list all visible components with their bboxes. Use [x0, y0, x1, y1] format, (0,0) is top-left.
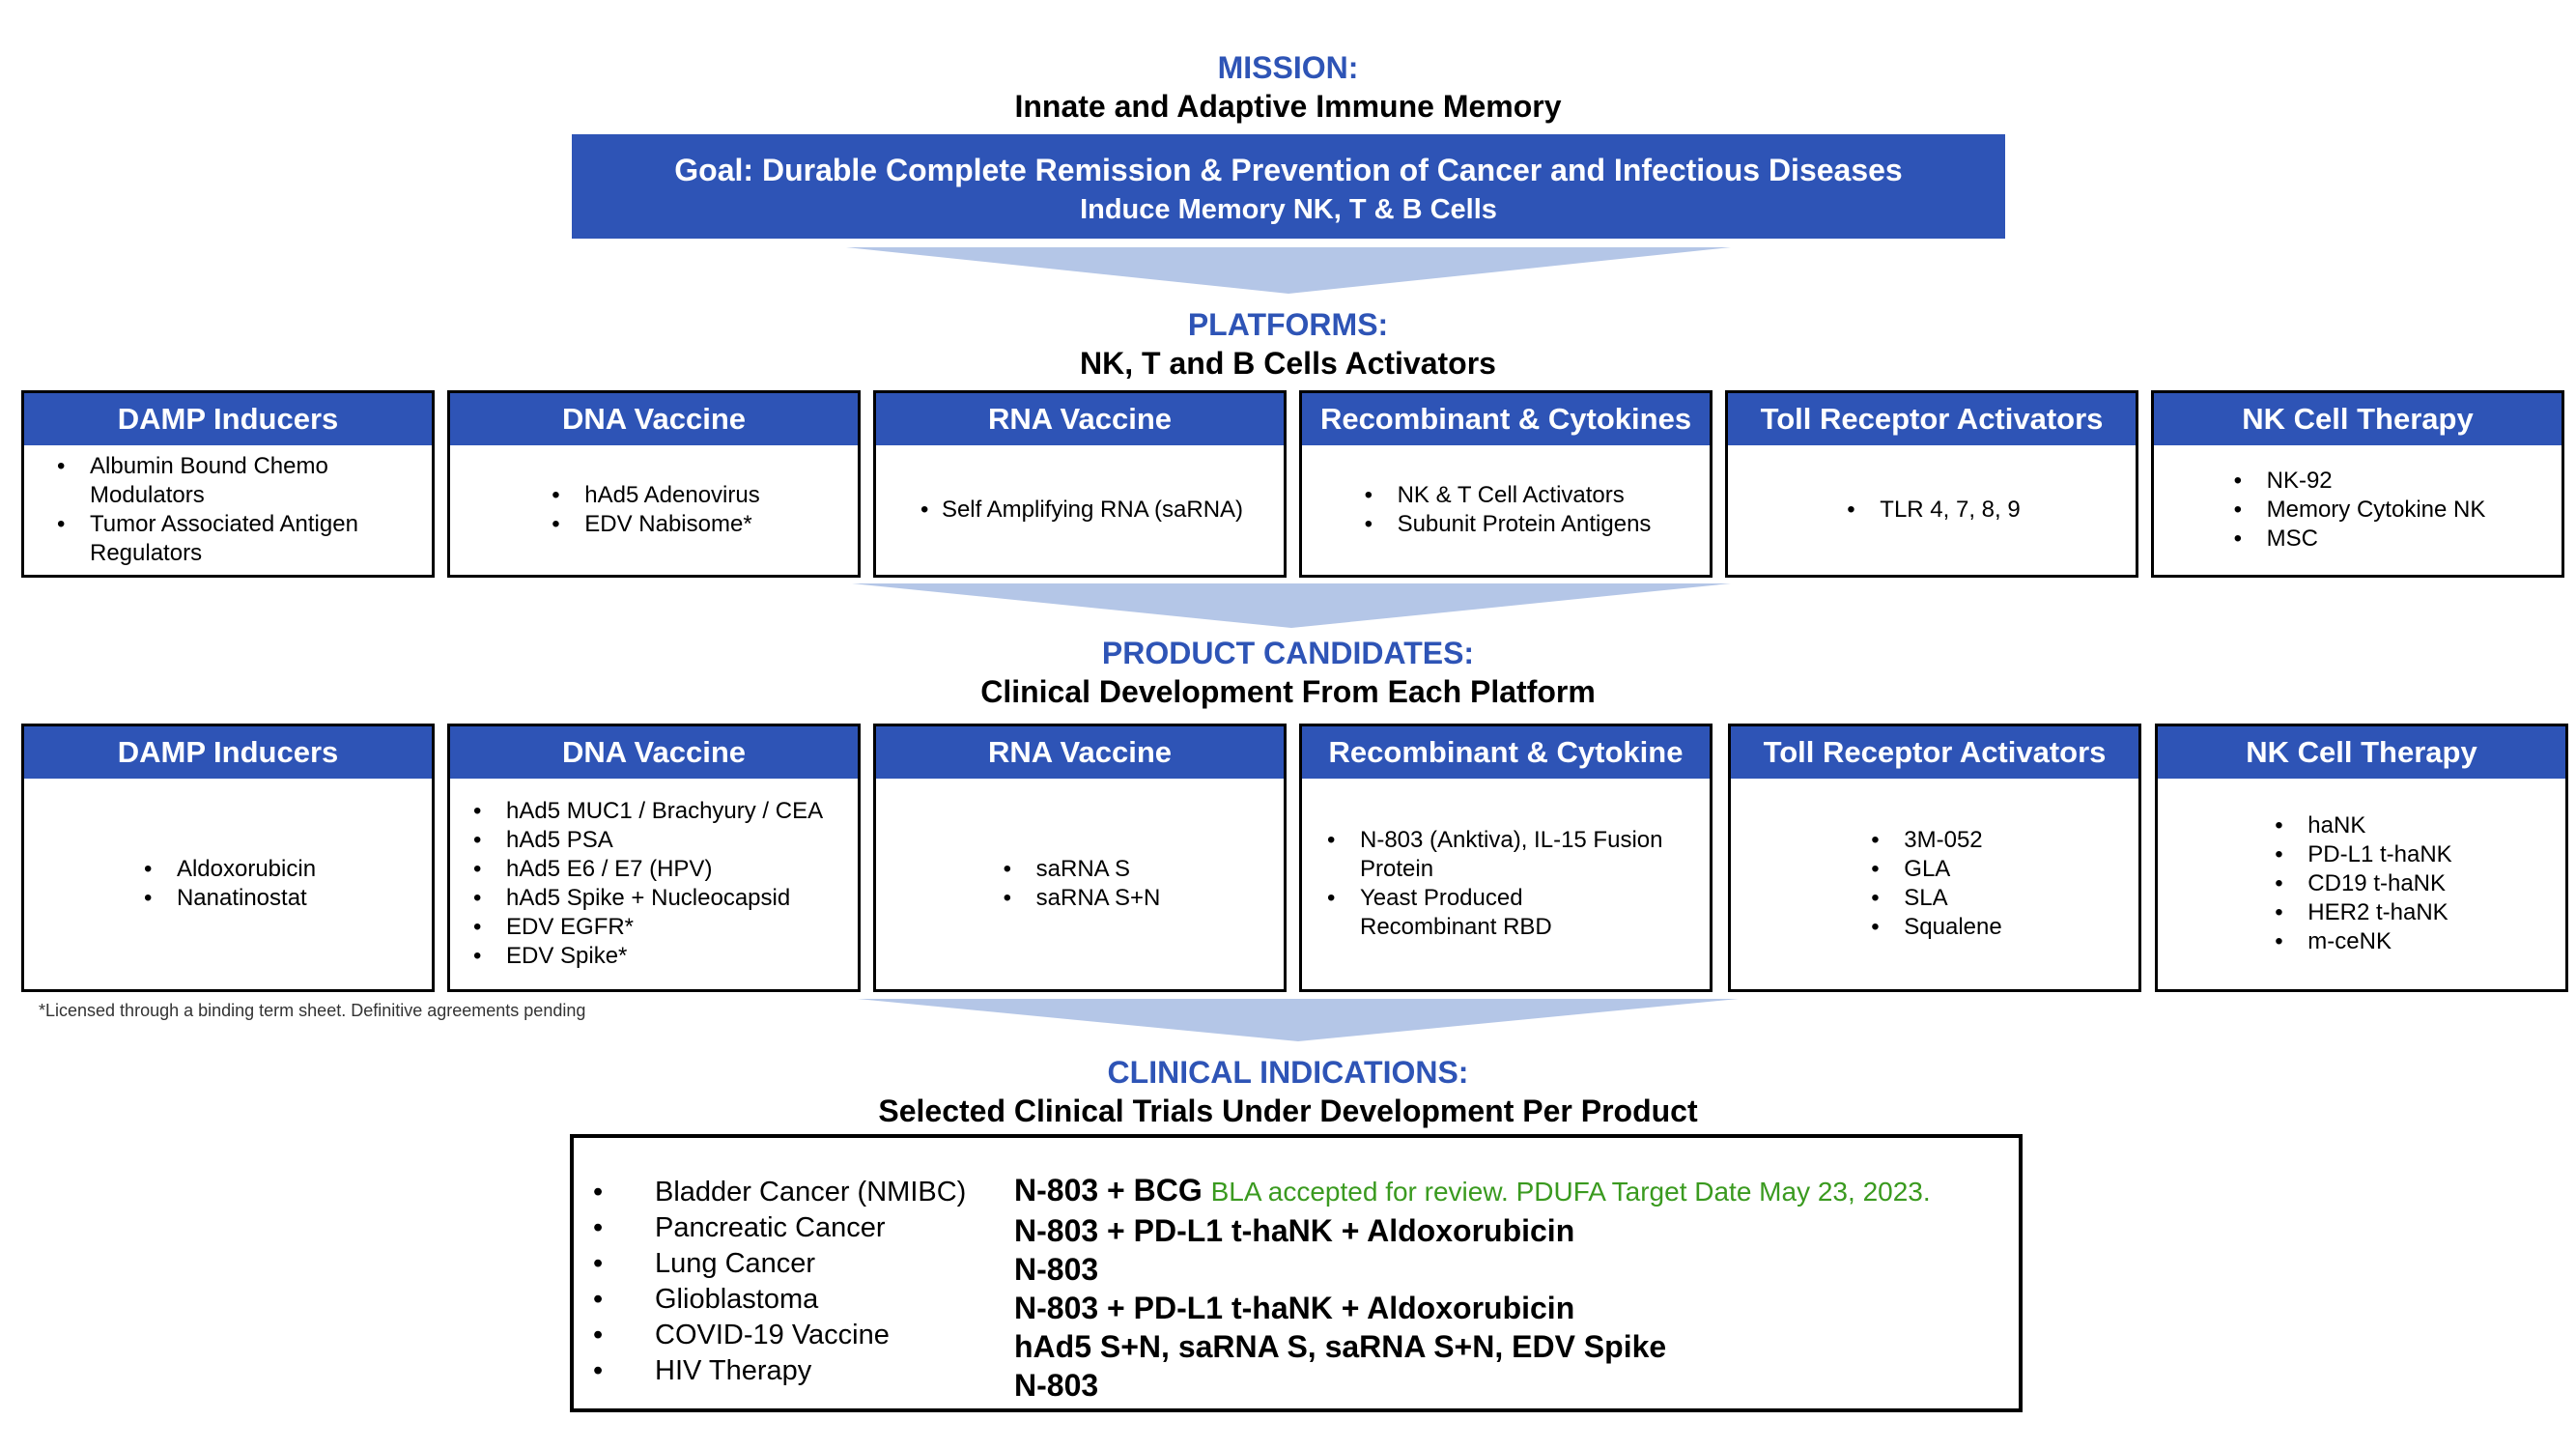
platform-box-toll: Toll Receptor Activators TLR 4, 7, 8, 9	[1725, 390, 2138, 578]
platform-box-title: NK Cell Therapy	[2154, 393, 2562, 445]
platforms-label: PLATFORMS:	[1187, 307, 1389, 342]
list-item: NK-92	[2230, 467, 2486, 496]
candidate-box-title: Recombinant & Cytokine	[1302, 726, 1710, 779]
indication-item: HIV Therapy	[593, 1353, 966, 1389]
candidate-box-title: NK Cell Therapy	[2158, 726, 2565, 779]
platform-box-title: Recombinant & Cytokines	[1302, 393, 1710, 445]
list-item: Aldoxorubicin	[140, 855, 316, 884]
list-item: MSC	[2230, 525, 2486, 554]
list-item: EDV Spike*	[469, 942, 823, 971]
list-item: hAd5 MUC1 / Brachyury / CEA	[469, 797, 823, 826]
candidate-box-title: Toll Receptor Activators	[1731, 726, 2138, 779]
list-item: Yeast Produced Recombinant RBD	[1323, 884, 1582, 942]
platform-box-rna: RNA Vaccine Self Amplifying RNA (saRNA)	[873, 390, 1287, 578]
product-item: hAd5 S+N, saRNA S, saRNA S+N, EDV Spike	[1014, 1329, 1667, 1364]
platform-box-title: RNA Vaccine	[876, 393, 1284, 445]
product-item: N-803	[1014, 1368, 1099, 1403]
list-item: hAd5 E6 / E7 (HPV)	[469, 855, 823, 884]
candidate-box-rna: RNA Vaccine saRNA S saRNA S+N	[873, 724, 1287, 992]
list-item: NK & T Cell Activators	[1361, 481, 1652, 510]
platform-box-recombinant: Recombinant & Cytokines NK & T Cell Acti…	[1299, 390, 1713, 578]
list-item: hAd5 Adenovirus	[548, 481, 759, 510]
candidate-box-title: DAMP Inducers	[24, 726, 432, 779]
candidate-box-recombinant: Recombinant & Cytokine N-803 (Anktiva), …	[1299, 724, 1713, 992]
list-item: hAd5 Spike + Nucleocapsid	[469, 884, 823, 913]
candidate-box-nk: NK Cell Therapy haNK PD-L1 t-haNK CD19 t…	[2155, 724, 2568, 992]
list-item: Squalene	[1867, 913, 2001, 942]
candidates-subtitle: Clinical Development From Each Platform	[980, 674, 1596, 709]
mission-label: MISSION:	[1217, 50, 1359, 85]
goal-line-2: Induce Memory NK, T & B Cells	[1080, 194, 1497, 225]
list-item: TLR 4, 7, 8, 9	[1843, 496, 2020, 525]
list-item: SLA	[1867, 884, 2001, 913]
list-item: Nanatinostat	[140, 884, 316, 913]
list-item: CD19 t-haNK	[2271, 869, 2451, 898]
funnel-arrow-1	[846, 247, 1731, 294]
list-item: haNK	[2271, 811, 2451, 840]
list-item: N-803 (Anktiva), IL-15 Fusion Protein	[1323, 826, 1688, 884]
funnel-arrow-3	[858, 999, 1739, 1041]
platform-box-dna: DNA Vaccine hAd5 Adenovirus EDV Nabisome…	[447, 390, 861, 578]
platform-box-damp: DAMP Inducers Albumin Bound Chemo Modula…	[21, 390, 435, 578]
list-item: EDV Nabisome*	[548, 510, 759, 539]
indication-list: Bladder Cancer (NMIBC) Pancreatic Cancer…	[593, 1175, 966, 1389]
product-text: N-803 + BCG	[1014, 1173, 1203, 1208]
list-item: 3M-052	[1867, 826, 2001, 855]
list-item: HER2 t-haNK	[2271, 898, 2451, 927]
list-item: hAd5 PSA	[469, 826, 823, 855]
indication-item: Lung Cancer	[593, 1246, 966, 1282]
candidates-label: PRODUCT CANDIDATES:	[1101, 636, 1475, 670]
product-item: N-803 + BCG BLA accepted for review. PDU…	[1014, 1171, 1931, 1211]
list-item: saRNA S+N	[1000, 884, 1161, 913]
platform-box-title: DAMP Inducers	[24, 393, 432, 445]
platform-box-nk: NK Cell Therapy NK-92 Memory Cytokine NK…	[2151, 390, 2564, 578]
list-item: m-ceNK	[2271, 927, 2451, 956]
list-item: EDV EGFR*	[469, 913, 823, 942]
candidate-box-damp: DAMP Inducers Aldoxorubicin Nanatinostat	[21, 724, 435, 992]
product-item: N-803	[1014, 1252, 1099, 1287]
licensing-footnote: *Licensed through a binding term sheet. …	[39, 1001, 586, 1020]
goal-line-1: Goal: Durable Complete Remission & Preve…	[674, 153, 1903, 187]
candidate-box-dna: DNA Vaccine hAd5 MUC1 / Brachyury / CEA …	[447, 724, 861, 992]
funnel-arrow-2	[852, 583, 1731, 628]
platform-box-title: DNA Vaccine	[450, 393, 858, 445]
platforms-subtitle: NK, T and B Cells Activators	[1080, 346, 1496, 381]
mission-subtitle: Innate and Adaptive Immune Memory	[1014, 89, 1562, 124]
list-item: Self Amplifying RNA (saRNA)	[917, 496, 1243, 525]
bla-note: BLA accepted for review. PDUFA Target Da…	[1210, 1177, 1931, 1207]
indication-item: COVID-19 Vaccine	[593, 1318, 966, 1353]
goal-banner: Goal: Durable Complete Remission & Preve…	[572, 134, 2005, 239]
clinical-subtitle: Selected Clinical Trials Under Developme…	[878, 1094, 1698, 1128]
candidate-box-title: RNA Vaccine	[876, 726, 1284, 779]
candidate-box-toll: Toll Receptor Activators 3M-052 GLA SLA …	[1728, 724, 2141, 992]
list-item: Tumor Associated Antigen Regulators	[53, 510, 380, 568]
platform-box-title: Toll Receptor Activators	[1728, 393, 2136, 445]
indication-item: Bladder Cancer (NMIBC)	[593, 1175, 966, 1210]
list-item: PD-L1 t-haNK	[2271, 840, 2451, 869]
candidate-box-title: DNA Vaccine	[450, 726, 858, 779]
list-item: Albumin Bound Chemo Modulators	[53, 452, 380, 510]
product-item: N-803 + PD-L1 t-haNK + Aldoxorubicin	[1014, 1291, 1575, 1325]
product-list: N-803 + BCG BLA accepted for review. PDU…	[1014, 1171, 1931, 1405]
list-item: Subunit Protein Antigens	[1361, 510, 1652, 539]
indication-item: Glioblastoma	[593, 1282, 966, 1318]
clinical-label: CLINICAL INDICATIONS:	[1107, 1055, 1469, 1090]
list-item: GLA	[1867, 855, 2001, 884]
product-item: N-803 + PD-L1 t-haNK + Aldoxorubicin	[1014, 1213, 1575, 1248]
list-item: saRNA S	[1000, 855, 1161, 884]
clinical-trials-box: Bladder Cancer (NMIBC) Pancreatic Cancer…	[570, 1134, 2023, 1412]
indication-item: Pancreatic Cancer	[593, 1210, 966, 1246]
list-item: Memory Cytokine NK	[2230, 496, 2486, 525]
